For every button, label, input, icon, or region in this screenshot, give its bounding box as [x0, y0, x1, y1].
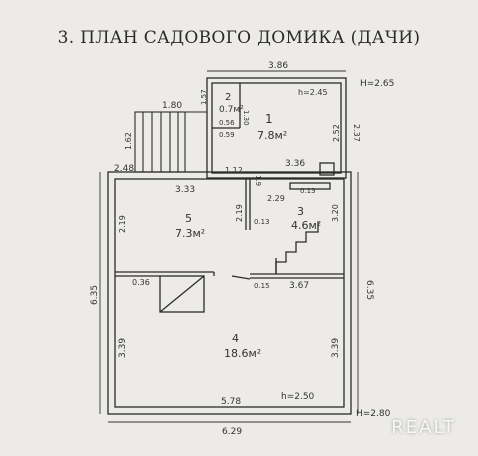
dim-r5-013: 0.13: [254, 218, 270, 226]
dim-top-width: 3.86: [268, 61, 288, 71]
room-4-number: 4: [232, 332, 239, 345]
dim-r5-mid: 2.19: [235, 204, 244, 222]
height-top: H=2.65: [360, 79, 394, 89]
height-room-1: h=2.45: [298, 88, 328, 97]
dim-r2-side: 1.57: [200, 89, 208, 105]
dim-r1-bottom: 0.13: [300, 187, 316, 195]
room-5-number: 5: [185, 212, 192, 225]
room-1-area: 7.8м²: [257, 129, 287, 142]
dim-r2-b: 0.59: [219, 131, 235, 139]
dim-inner-bottom: 5.78: [221, 397, 241, 407]
dim-229: 2.29: [267, 194, 285, 203]
dim-r4-right: 3.39: [331, 338, 341, 358]
dim-r4-left: 3.39: [118, 338, 128, 358]
height-bottom-outer: H=2.80: [356, 409, 391, 419]
room-1-outline: [206, 77, 347, 179]
dim-stair-top: 1.80: [162, 101, 182, 111]
dim-r2-a: 0.56: [219, 119, 235, 127]
dim-mid-top: 1.12: [225, 166, 243, 175]
realt-watermark: REALT: [391, 417, 456, 438]
main-block-outline: [107, 171, 352, 415]
counter: [289, 182, 331, 190]
external-stair: [134, 111, 186, 173]
room-3-area: 4.6м²: [291, 219, 321, 232]
stove-box: [319, 162, 335, 176]
dim-outer-bottom: 6.29: [222, 427, 242, 437]
room-1-number: 1: [265, 112, 273, 126]
dim-mid-right: 3.36: [285, 159, 305, 169]
room-2-area: 0.7м²: [219, 105, 244, 115]
dim-r2-side2: 1.30: [242, 110, 250, 126]
dim-r3-bottom: 3.67: [289, 281, 309, 291]
stair-hatch: [159, 275, 205, 313]
room-3-number: 3: [297, 205, 304, 218]
dim-mid-015: 0.15: [254, 282, 270, 290]
dim-stair-left: 1.62: [124, 132, 133, 150]
dim-r5-left: 2.19: [118, 215, 127, 233]
dim-left-total: 6.35: [90, 285, 100, 305]
main-block-inner-outline: [114, 178, 345, 408]
dim-r1-right2: 2.37: [352, 124, 361, 142]
dim-right-total: 6.35: [364, 280, 374, 300]
room-5-area: 7.3м²: [175, 227, 205, 240]
dim-left-036: 0.36: [132, 278, 150, 287]
dim-r1-right: 2.52: [332, 124, 341, 142]
dim-19: 1.9: [254, 175, 262, 186]
dim-mid-left: 3.33: [175, 185, 195, 195]
dim-left-small: 2.48: [114, 164, 134, 174]
room-4-area: 18.6м²: [224, 347, 261, 360]
plan-title: 3. ПЛАН САДОВОГО ДОМИКА (ДАЧИ): [57, 28, 421, 48]
room-2-number: 2: [225, 92, 231, 103]
height-bottom: h=2.50: [281, 392, 315, 402]
dim-r3-right: 3.20: [331, 204, 340, 222]
